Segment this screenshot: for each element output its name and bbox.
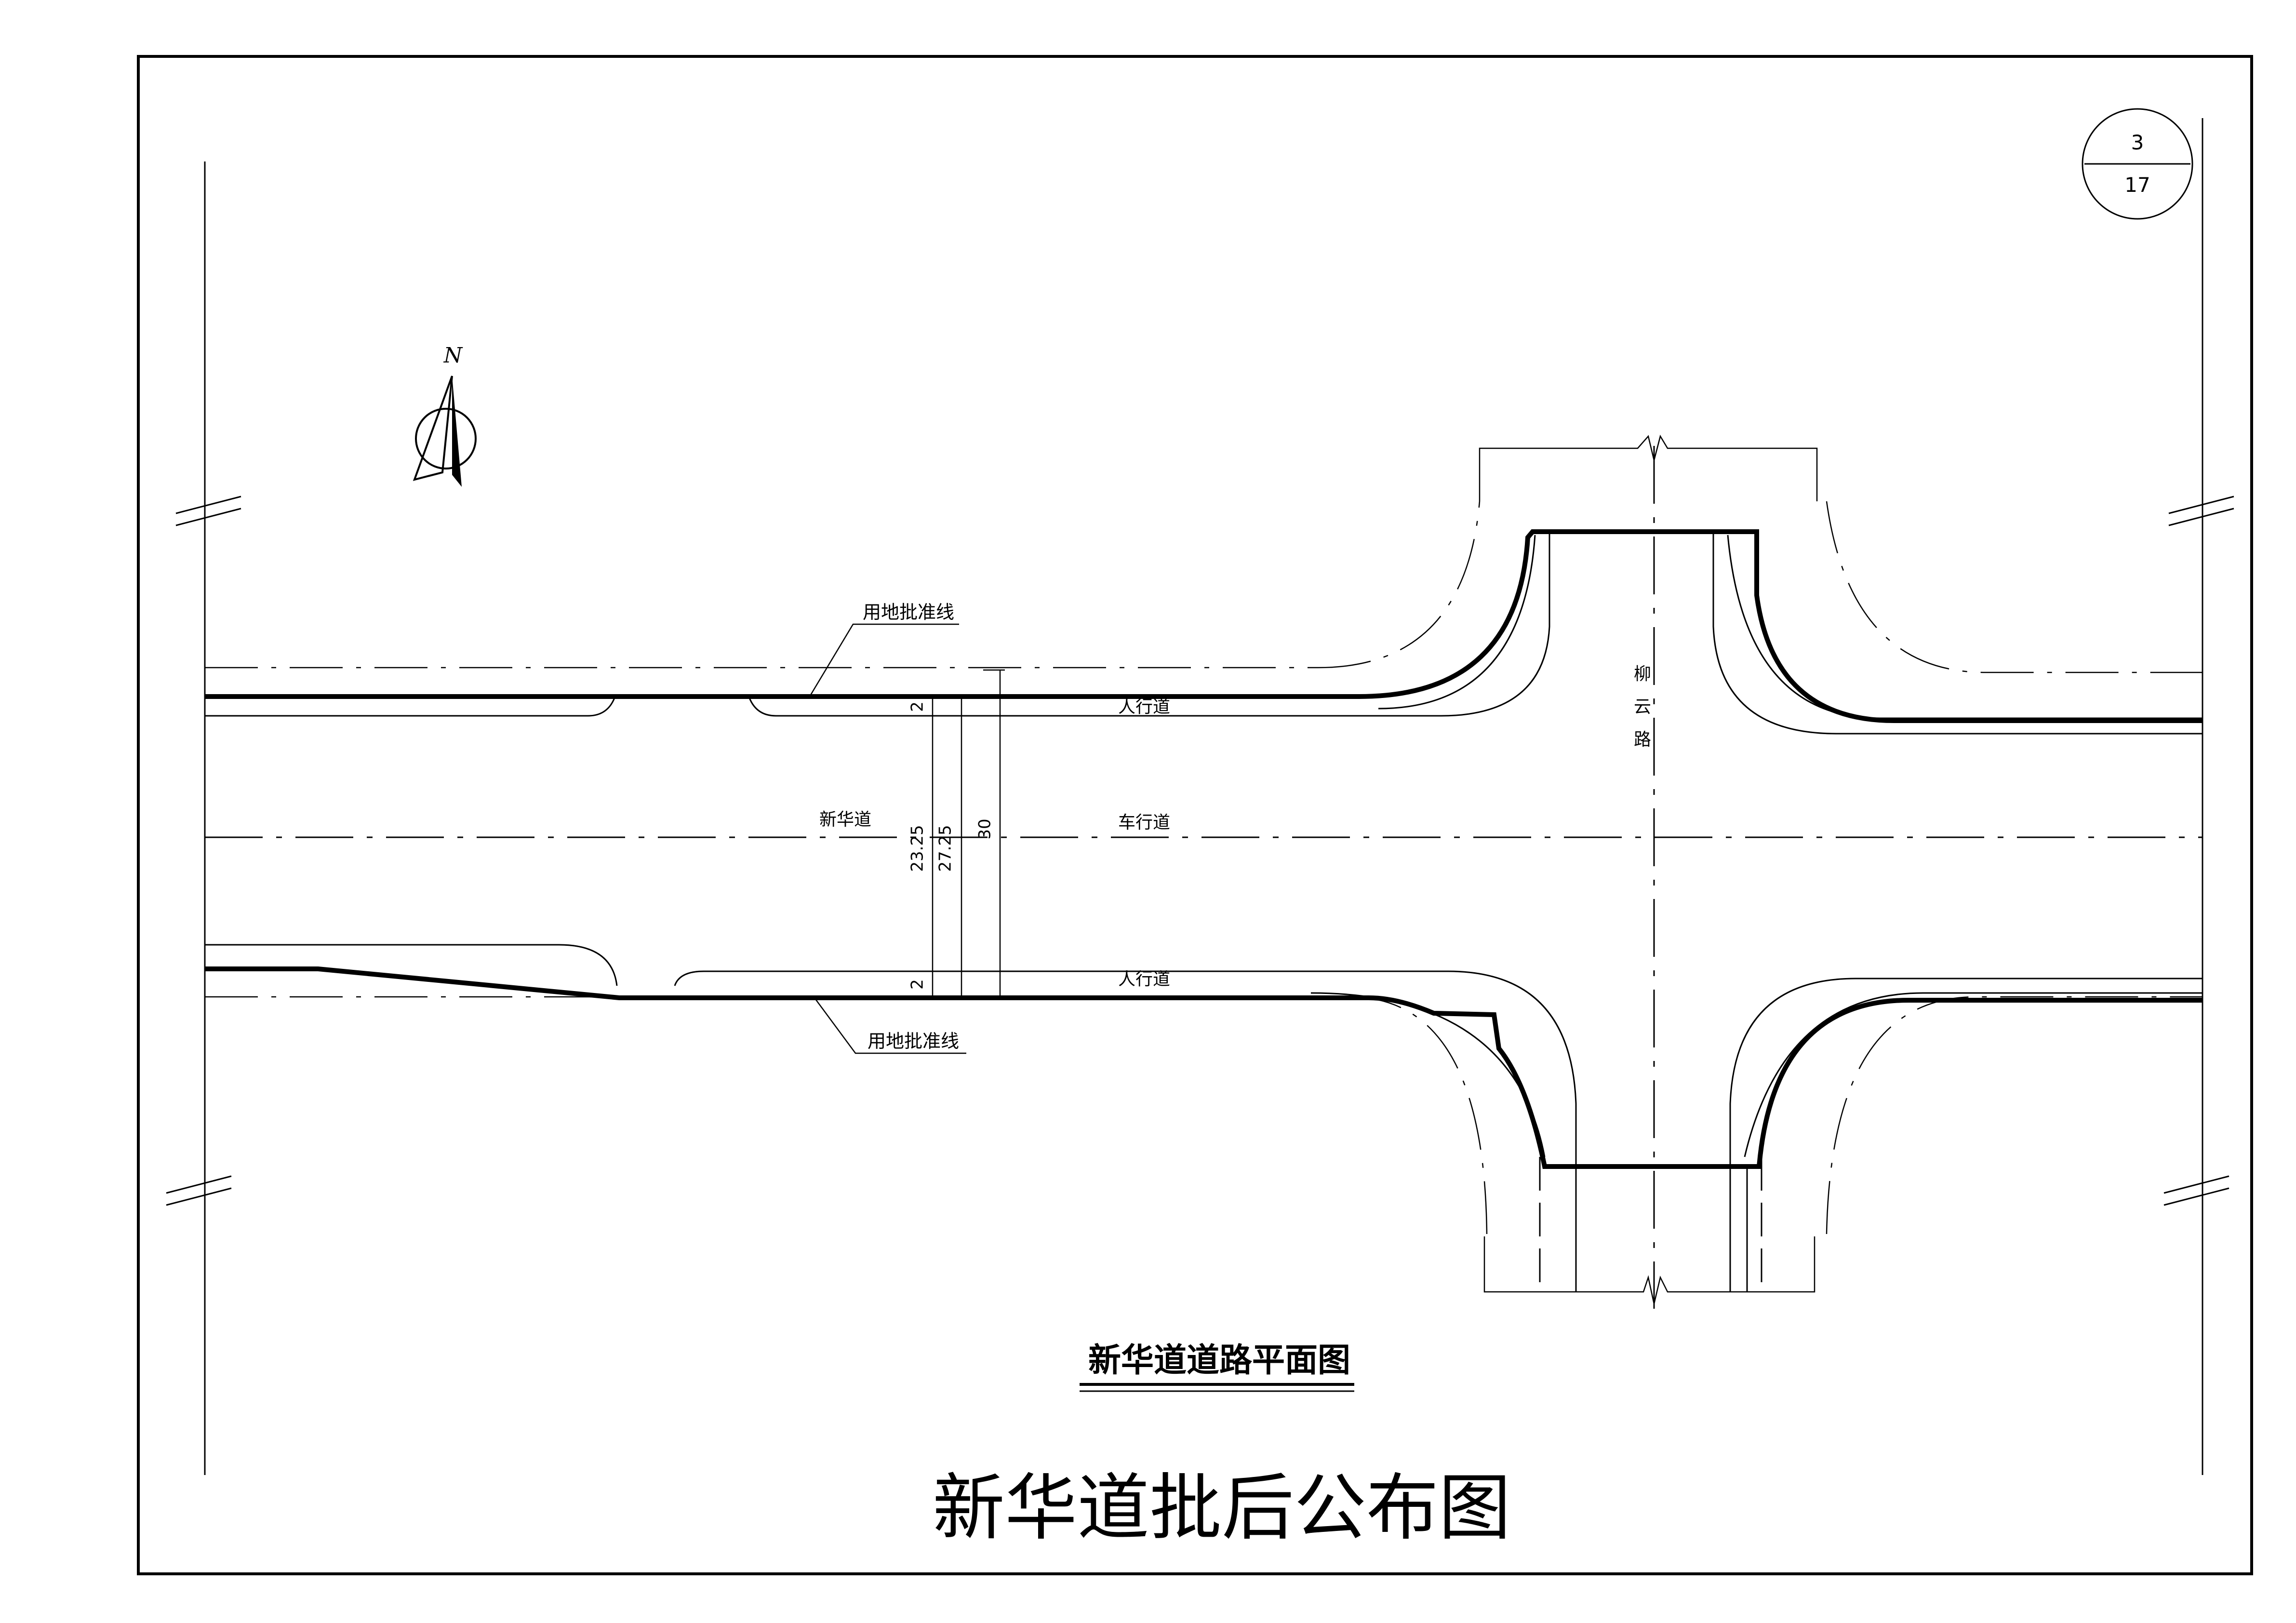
approved-line-label-bottom: 用地批准线 (868, 1031, 959, 1052)
break-marks (166, 496, 2234, 1206)
dim-sidewalk-top: 2 (908, 701, 927, 712)
main-title: 新华道批后公布图 (933, 1466, 1511, 1550)
approved-land-line (205, 529, 2203, 1169)
sheet-total: 17 (2124, 173, 2150, 197)
cross-road-char-3: 路 (1634, 730, 1651, 750)
dimension-lines (916, 669, 1005, 999)
sheet-number-circle: 3 17 (2082, 108, 2193, 220)
sidewalk-label-bottom: 人行道 (1118, 969, 1170, 989)
outer-frame (137, 55, 2253, 1575)
boundary-dashdot-lines (205, 501, 2203, 1234)
dim-road-middle: 27.25 (936, 825, 955, 872)
dim-road-total: 30 (975, 818, 995, 839)
leader-lines (809, 623, 966, 1054)
cross-road-char-1: 柳 (1634, 664, 1651, 684)
north-label: N (443, 343, 463, 368)
carriageway-label: 车行道 (1118, 813, 1170, 832)
curb-lines (205, 533, 2203, 1292)
dim-road-inner: 23.25 (908, 825, 927, 872)
cross-road-top-outline (1479, 434, 1818, 1304)
road-name-label: 新华道 (819, 810, 871, 830)
plan-title: 新华道道路平面图 (1088, 1341, 1350, 1380)
north-arrow-icon: N (413, 343, 477, 487)
sheet-number: 3 (2131, 131, 2144, 154)
sidewalk-label-top: 人行道 (1118, 697, 1170, 717)
cross-road-char-2: 云 (1634, 697, 1651, 717)
dim-sidewalk-bottom: 2 (908, 979, 927, 990)
approved-line-label-top: 用地批准线 (863, 602, 954, 623)
